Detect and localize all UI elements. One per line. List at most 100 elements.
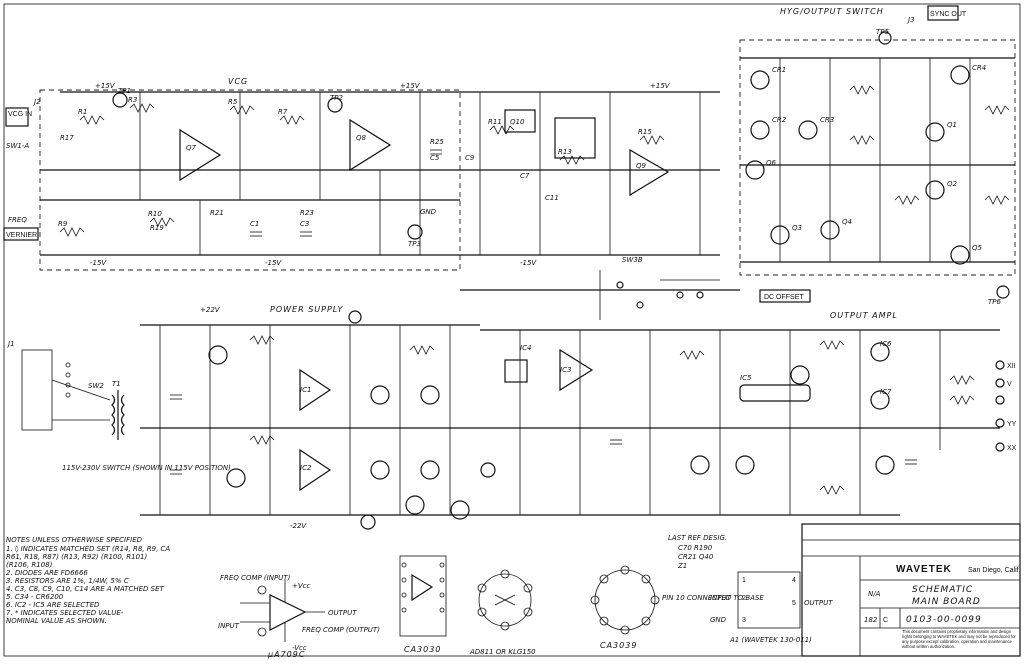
component-label: C1 <box>250 220 259 228</box>
component-label: Q7 <box>186 144 197 152</box>
sw1a-label: SW1-A <box>6 142 29 150</box>
last-ref-block: LAST REF DESIG. C70 R190 CR21 Q40 Z1 <box>668 534 727 570</box>
switch-note: 115V-230V SWITCH (SHOWN IN 115V POSITION… <box>62 464 231 472</box>
note-line: 4. C3, C8, C9, C10, C14 ARE A MATCHED SE… <box>6 585 165 593</box>
hyg-title: HYG/OUTPUT SWITCH <box>780 7 884 16</box>
component-label: Q8 <box>356 134 367 142</box>
component-label: R3 <box>128 96 137 104</box>
a1-input-label: INPUT <box>710 594 732 602</box>
transistor-q3 <box>798 120 818 140</box>
proprietary-notice: This document contains proprietary infor… <box>902 629 1016 649</box>
resistor-r9 <box>59 227 85 237</box>
component-label: CR4 <box>972 64 986 72</box>
capacitor-c1 <box>250 231 262 237</box>
vcg-section <box>39 89 720 271</box>
input-label: INPUT <box>218 622 240 630</box>
component-label: R17 <box>60 134 74 142</box>
resistor-r7 <box>279 115 305 125</box>
a1-gnd-label: GND <box>710 616 727 624</box>
transistor-q7 <box>770 225 790 245</box>
block-a1 <box>504 359 528 383</box>
note-line: R61, R18, R87) (R13, R92) (R100, R101) <box>6 553 147 561</box>
sheet-border <box>3 3 1021 657</box>
switch-block <box>554 117 596 159</box>
note-line: 3. RESISTORS ARE 1%, 1/4W, 5% C <box>6 577 129 585</box>
resistor-r1 <box>79 115 105 125</box>
freq-comp-output-label: FREQ COMP (OUTPUT) <box>302 626 380 634</box>
sw2-label: SW2 <box>88 382 104 390</box>
component-label: Q1 <box>947 121 957 129</box>
component-label: Q10 <box>510 118 525 126</box>
resistor-r5 <box>229 105 255 115</box>
j1-label: J1 <box>6 340 15 348</box>
component-label: R25 <box>430 138 444 146</box>
j2-label: J2 <box>32 98 41 106</box>
component-label: Q9 <box>636 162 647 170</box>
transistor-q10 <box>745 160 765 180</box>
component-label: IC6 <box>880 340 892 348</box>
component-label: CR3 <box>820 116 834 124</box>
transistor-q4 <box>950 65 970 85</box>
tp5-label: TP5 <box>876 28 889 36</box>
p15-label-a: +15V <box>95 82 116 90</box>
m15-label-a: -15V <box>90 259 107 267</box>
output-v-label: V <box>1007 381 1012 388</box>
title-block: WAVETEK San Diego, Calif. SCHEMATIC MAIN… <box>801 523 1021 657</box>
p22-label: +22V <box>200 306 221 314</box>
test-point-tp5 <box>878 31 892 45</box>
ua709c-label: µA709C <box>267 650 305 659</box>
power-supply-section <box>140 310 480 530</box>
note-line: 7. * INDICATES SELECTED VALUE- <box>6 609 124 617</box>
output-yy-label: YY <box>1007 421 1017 428</box>
opamp-ic5 <box>299 368 332 412</box>
transistor-q1 <box>750 70 770 90</box>
output-xii-label: XII <box>1007 363 1016 370</box>
p15-label-c: +15V <box>650 82 671 90</box>
transistor-q2 <box>750 120 770 140</box>
freq-comp-input-label: FREQ COMP (INPUT) <box>220 574 291 582</box>
component-label: C3 <box>300 220 309 228</box>
note-line: 6. IC2 - IC5 ARE SELECTED <box>6 601 100 609</box>
component-label: C5 <box>430 154 440 162</box>
connector-j1 <box>21 349 53 431</box>
j3-label: J3 <box>906 16 915 24</box>
company-location: San Diego, Calif. <box>968 567 1021 574</box>
resistor-r3 <box>129 103 155 113</box>
transistor-q8 <box>820 220 840 240</box>
pin10-note: PIN 10 CONNECTED TO BASE <box>662 594 764 602</box>
component-label: R5 <box>228 98 238 106</box>
component-label: IC3 <box>560 366 571 374</box>
transformer-t1 <box>111 390 125 440</box>
a1-output-label: OUTPUT <box>804 599 833 607</box>
last-ref-title: LAST REF DESIG. <box>668 534 727 542</box>
resistor-r15 <box>559 155 585 165</box>
freq-vernier-label: VERNIER <box>6 232 37 239</box>
note-line: (R106, R108) <box>6 561 53 569</box>
component-label: R10 <box>148 210 162 218</box>
drawing-number: 0103-00-0099 <box>906 615 982 625</box>
test-point-tp2b <box>348 310 362 324</box>
component-label: Q2 <box>947 180 958 188</box>
component-label: R23 <box>300 209 314 217</box>
test-point-tp3 <box>407 224 423 240</box>
output-xx-label: XX <box>1007 445 1017 452</box>
matched-pair-block <box>739 384 811 402</box>
vcg-in-label: VCG IN <box>8 111 32 118</box>
vcc-plus-label: +Vcc <box>292 582 311 590</box>
svg-text:3: 3 <box>742 617 746 624</box>
p15-label-b: +15V <box>400 82 421 90</box>
component-label: C7 <box>520 172 530 180</box>
last-ref-line: CR21 Q40 <box>678 553 714 561</box>
freq-vernier-box <box>3 227 39 241</box>
opamp-ic7 <box>559 348 594 392</box>
a1-label: A1 (WAVETEK 130-011) <box>729 636 812 644</box>
svg-text:5: 5 <box>792 600 796 607</box>
resistor-r17 <box>639 135 665 145</box>
note-line: 5. C34 - CR6200 <box>6 593 64 601</box>
component-label: Q6 <box>766 159 777 167</box>
hyg-output-switch-section <box>739 31 1016 299</box>
component-label: R11 <box>488 118 502 126</box>
block-ic4 <box>504 109 536 133</box>
component-label: R7 <box>278 108 288 116</box>
hyg-boundary <box>739 39 1016 276</box>
